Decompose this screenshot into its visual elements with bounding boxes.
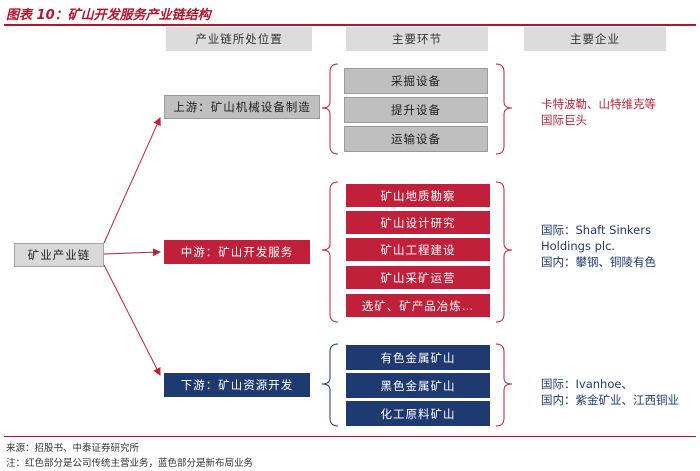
downstream-step: 黑色金属矿山 [346,373,490,398]
upstream-companies-line2: 国际巨头 [541,113,587,127]
upstream-step: 运输设备 [344,126,488,152]
bracket-upstream-right [495,63,513,155]
upstream-step: 提升设备 [344,97,488,123]
upstream-step: 采掘设备 [344,68,488,94]
arrow-to-downstream [103,264,161,376]
bracket-upstream-left [321,63,339,155]
midstream-step: 选矿、矿产品冶炼… [346,294,490,317]
midstream-step: 矿山地质勘察 [346,184,490,207]
midstream-step: 矿山工程建设 [346,238,490,261]
upstream-node: 上游：矿山机械设备制造 [164,95,320,119]
header-companies: 主要企业 [524,27,666,51]
downstream-step: 有色金属矿山 [346,345,490,370]
title-rule [4,24,696,26]
header-steps: 主要环节 [346,27,488,51]
upstream-companies: 卡特波勒、山特维克等 国际巨头 [541,96,656,128]
header-position: 产业链所处位置 [166,27,312,51]
bracket-midstream-right [495,181,513,323]
midstream-step: 矿山采矿运营 [346,266,490,289]
footer-rule [4,436,696,437]
source-note: 来源：招股书、中泰证券研究所 [6,443,140,454]
bracket-midstream-left [321,181,339,323]
downstream-node: 下游：矿山资源开发 [164,373,310,397]
upstream-companies-line1: 卡特波勒、山特维克等 [541,97,656,111]
downstream-step: 化工原料矿山 [346,401,490,426]
midstream-companies-line1: 国际：Shaft Sinkers [541,223,651,237]
downstream-companies-line2: 国内：紫金矿业、江西铜业 [541,393,679,407]
midstream-companies-line2: Holdings plc. [541,239,616,253]
downstream-companies: 国际：Ivanhoe、 国内：紫金矿业、江西铜业 [541,376,679,408]
midstream-companies: 国际：Shaft Sinkers Holdings plc. 国内：攀钢、铜陵有… [541,222,656,270]
bracket-downstream-right [495,343,513,427]
downstream-companies-line1: 国际：Ivanhoe、 [541,377,633,391]
arrow-to-midstream [103,248,161,257]
midstream-companies-line3: 国内：攀钢、铜陵有色 [541,255,656,269]
arrow-to-upstream [103,117,161,244]
midstream-node: 中游：矿山开发服务 [164,240,310,264]
bracket-downstream-left [321,343,339,427]
figure-title: 图表 10：矿山开发服务产业链结构 [6,8,211,23]
root-node: 矿业产业链 [14,243,104,267]
footnote: 注：红色部分是公司传统主营业务，蓝色部分是新布局业务 [6,458,254,469]
midstream-step: 矿山设计研究 [346,211,490,234]
